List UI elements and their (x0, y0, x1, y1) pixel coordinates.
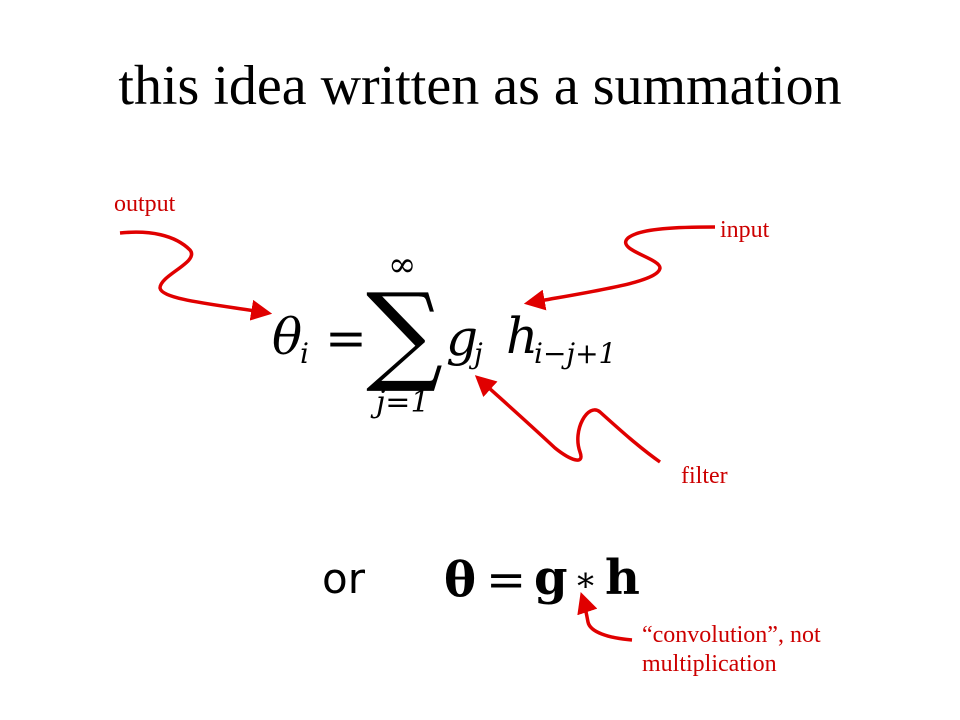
equals-sign: = (325, 309, 367, 367)
bold-g: g (534, 550, 568, 606)
bold-theta: θ (444, 552, 477, 608)
convolution-note: “convolution”, not multiplication (642, 621, 821, 679)
or-word: or (322, 554, 365, 603)
bold-h: h (605, 550, 640, 606)
summation-symbol: ∑ (366, 271, 444, 396)
sum-lower-limit: j=1 (376, 385, 430, 420)
h-symbol: h (506, 307, 539, 365)
convolution-note-line2: multiplication (642, 650, 777, 677)
h-subscript: i−j+1 (534, 337, 617, 370)
g-subscript: j (474, 337, 483, 370)
convolution-arrow (577, 592, 633, 642)
filter-label: filter (681, 463, 728, 489)
theta-subscript: i (300, 337, 309, 370)
sum-upper-limit: ∞ (388, 245, 417, 285)
input-label: input (720, 217, 770, 243)
filter-arrow (474, 375, 662, 464)
input-arrow (523, 225, 716, 311)
output-label: output (114, 191, 176, 217)
conv-equals-sign: = (486, 552, 527, 608)
output-arrow (119, 230, 273, 321)
theta-symbol: θ (272, 308, 303, 366)
convolution-note-line1: “convolution”, not (642, 622, 821, 648)
slide-title: this idea written as a summation (118, 55, 842, 117)
g-symbol: g (446, 309, 479, 367)
convolution-star: ∗ (574, 560, 598, 600)
